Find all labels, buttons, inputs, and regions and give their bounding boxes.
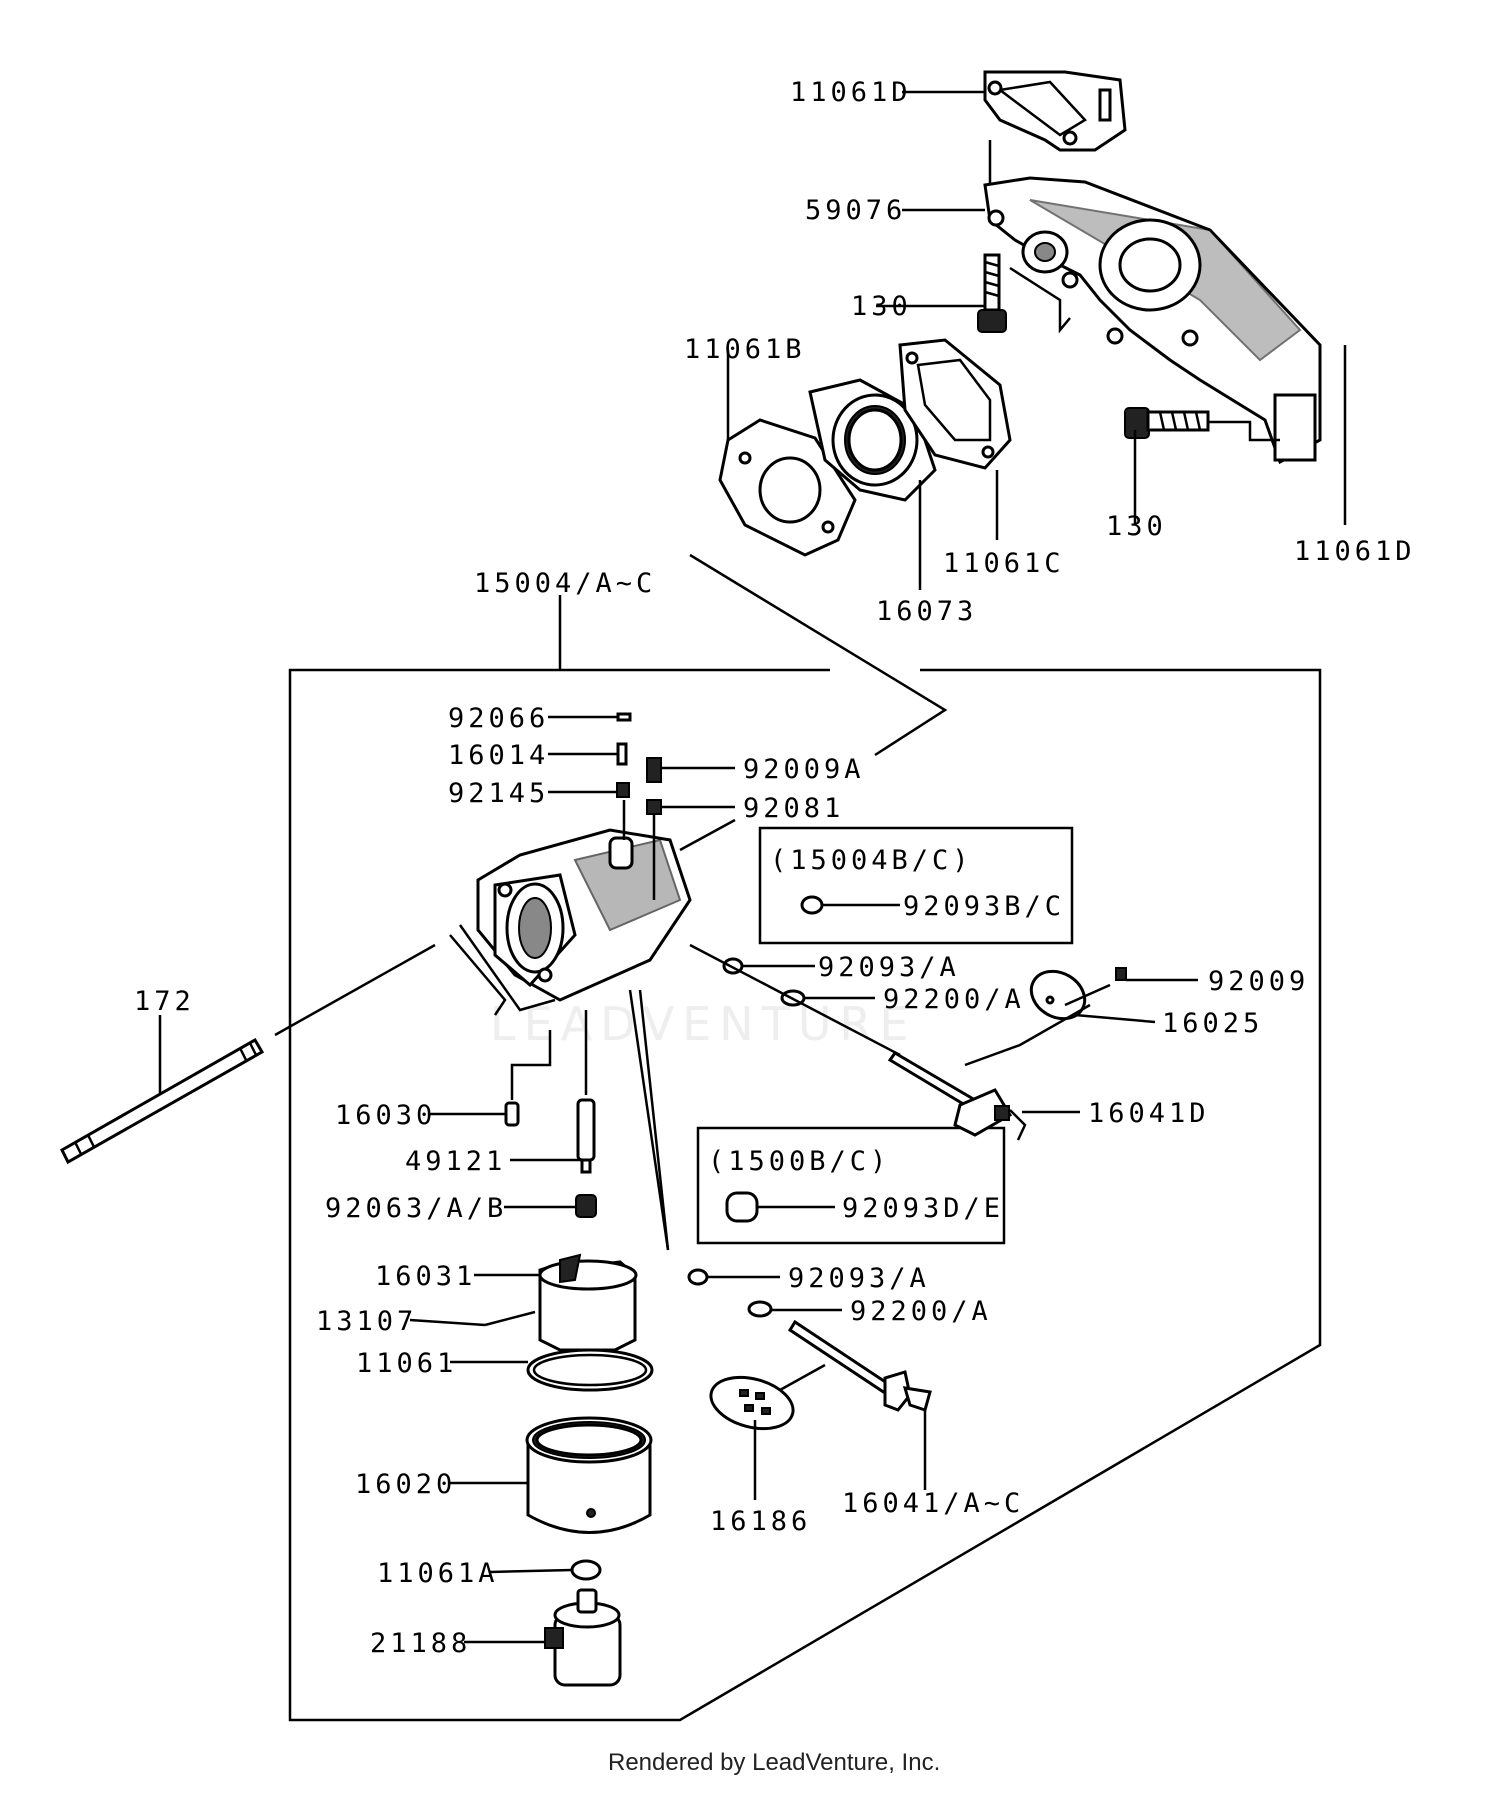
pin-92066[interactable] — [616, 712, 632, 722]
credit-footer: Rendered by LeadVenture, Inc. — [608, 1749, 940, 1776]
assembly-frame — [288, 668, 1322, 1722]
label-16186: 16186 — [710, 1506, 811, 1537]
label-11061d-right: 11061D — [1294, 536, 1416, 567]
solenoid-21188[interactable] — [544, 1588, 622, 1687]
option-box-1500bc — [696, 1126, 1006, 1245]
option-box-15004bc — [758, 826, 1074, 945]
pin-16030[interactable] — [504, 1101, 520, 1127]
part-labels: 11061D 59076 130 11061B 130 11061D 11061… — [134, 77, 1416, 1659]
carburetor-body[interactable] — [476, 828, 692, 1002]
label-21188: 21188 — [370, 1628, 471, 1659]
label-16041ac: 16041/A~C — [842, 1488, 1024, 1519]
float-bowl-16020[interactable] — [525, 1416, 653, 1534]
label-11061d-top: 11061D — [790, 77, 912, 108]
throttle-shaft-16041ac[interactable] — [787, 1319, 932, 1412]
label-16014: 16014 — [448, 740, 549, 771]
choke-plate-16025[interactable] — [1023, 962, 1093, 1028]
label-130-left: 130 — [851, 291, 912, 322]
label-13107: 13107 — [316, 1306, 417, 1337]
bolt-130-right[interactable] — [1124, 407, 1210, 439]
label-130-right: 130 — [1106, 511, 1167, 542]
option-box-1500bc-title: (1500B/C) — [708, 1146, 890, 1177]
seal-92093a-lower[interactable] — [687, 1268, 709, 1286]
gasket-11061a[interactable] — [570, 1559, 602, 1581]
label-92009a: 92009A — [743, 754, 865, 785]
label-92009: 92009 — [1208, 966, 1309, 997]
label-92081: 92081 — [743, 793, 844, 824]
washer-92200a-lower[interactable] — [747, 1300, 773, 1318]
label-11061b: 11061B — [684, 334, 806, 365]
label-11061a: 11061A — [377, 1558, 499, 1589]
label-172: 172 — [134, 986, 195, 1017]
main-jet-92063ab[interactable] — [575, 1194, 597, 1218]
throttle-plate-16186[interactable] — [705, 1369, 799, 1437]
watermark: LEADVENTURE — [490, 997, 917, 1051]
label-92200a-upper: 92200/A — [883, 984, 1025, 1015]
float-16031[interactable] — [538, 1253, 638, 1352]
needle-16014[interactable] — [616, 742, 628, 766]
label-15004ac: 15004/A~C — [474, 568, 656, 599]
bolt-130-left[interactable] — [977, 253, 1007, 333]
bowl-gasket-11061[interactable] — [526, 1348, 654, 1392]
choke-shaft-16041d[interactable] — [887, 1051, 1027, 1141]
seal-92093bc[interactable] — [800, 895, 824, 915]
label-92063ab: 92063/A/B — [325, 1193, 507, 1224]
label-16025: 16025 — [1162, 1008, 1263, 1039]
label-16020: 16020 — [355, 1469, 456, 1500]
label-92145: 92145 — [448, 778, 549, 809]
seal-92093de[interactable] — [725, 1191, 759, 1223]
label-16030: 16030 — [335, 1100, 436, 1131]
label-11061: 11061 — [356, 1348, 457, 1379]
gasket-11061d-top[interactable] — [983, 70, 1127, 152]
label-11061c: 11061C — [943, 548, 1065, 579]
screw-92009[interactable] — [1115, 967, 1127, 981]
label-92093a-upper: 92093/A — [818, 952, 960, 983]
spring-92145[interactable] — [616, 782, 630, 798]
label-92093a-lower: 92093/A — [788, 1263, 930, 1294]
option-box-15004bc-title: (15004B/C) — [770, 845, 973, 876]
spring-92081[interactable] — [646, 799, 662, 815]
label-92093bc: 92093B/C — [903, 891, 1065, 922]
label-92200a-lower: 92200/A — [850, 1296, 992, 1327]
label-16041d: 16041D — [1088, 1098, 1210, 1129]
float-pin-13107[interactable] — [484, 1310, 536, 1327]
label-92066: 92066 — [448, 703, 549, 734]
label-92093de: 92093D/E — [842, 1193, 1004, 1224]
label-16073: 16073 — [876, 596, 977, 627]
leader-lines — [158, 90, 1347, 1644]
gasket-11061c[interactable] — [898, 338, 1012, 470]
label-49121: 49121 — [405, 1146, 506, 1177]
stud-172[interactable] — [60, 1037, 265, 1165]
label-59076: 59076 — [805, 195, 906, 226]
label-16031: 16031 — [375, 1261, 476, 1292]
screw-92009a[interactable] — [646, 757, 662, 783]
